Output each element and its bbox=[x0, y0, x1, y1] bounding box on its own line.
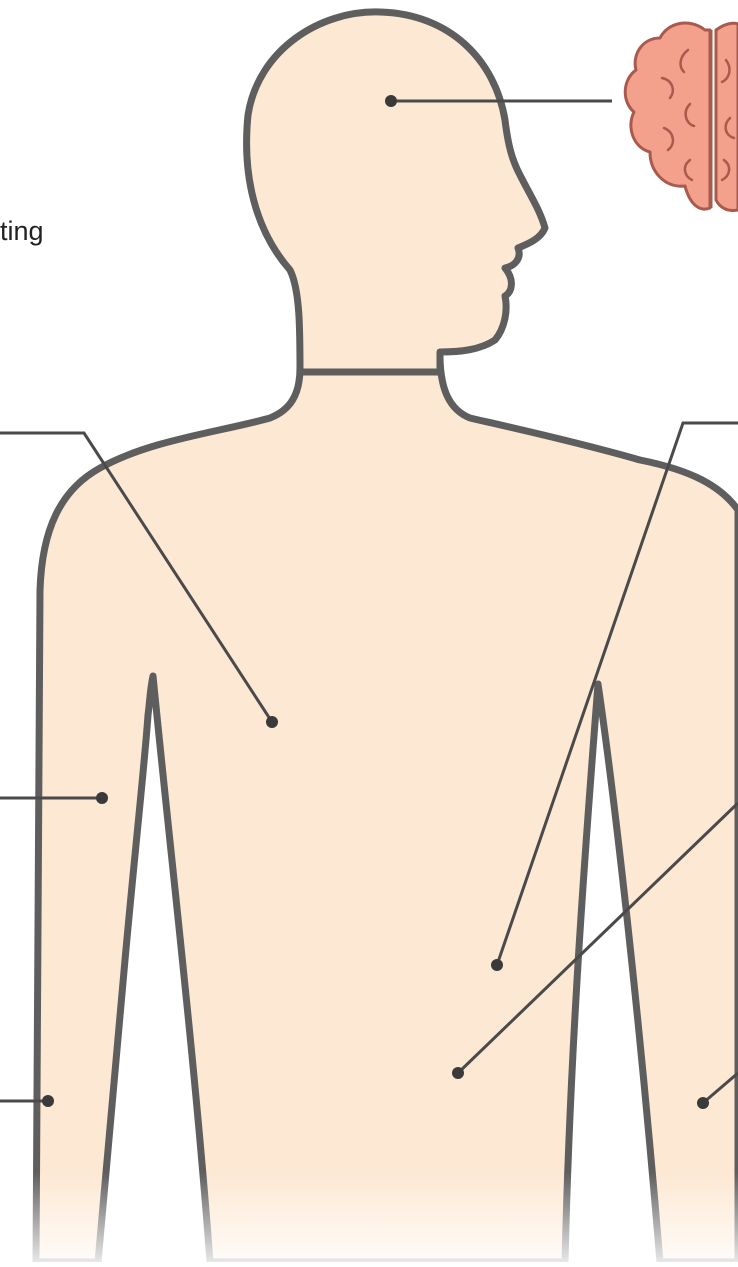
brain-icon bbox=[625, 23, 738, 210]
marker-left-upper-arm bbox=[96, 792, 108, 804]
marker-chest bbox=[266, 716, 278, 728]
head-silhouette bbox=[247, 12, 545, 372]
marker-right-forearm bbox=[697, 1097, 709, 1109]
marker-left-forearm bbox=[42, 1095, 54, 1107]
marker-head bbox=[385, 95, 397, 107]
torso-silhouette bbox=[36, 330, 738, 1262]
marker-upper-abdomen bbox=[491, 959, 503, 971]
marker-lower-abdomen bbox=[452, 1067, 464, 1079]
label-fragment: ting bbox=[0, 218, 44, 245]
